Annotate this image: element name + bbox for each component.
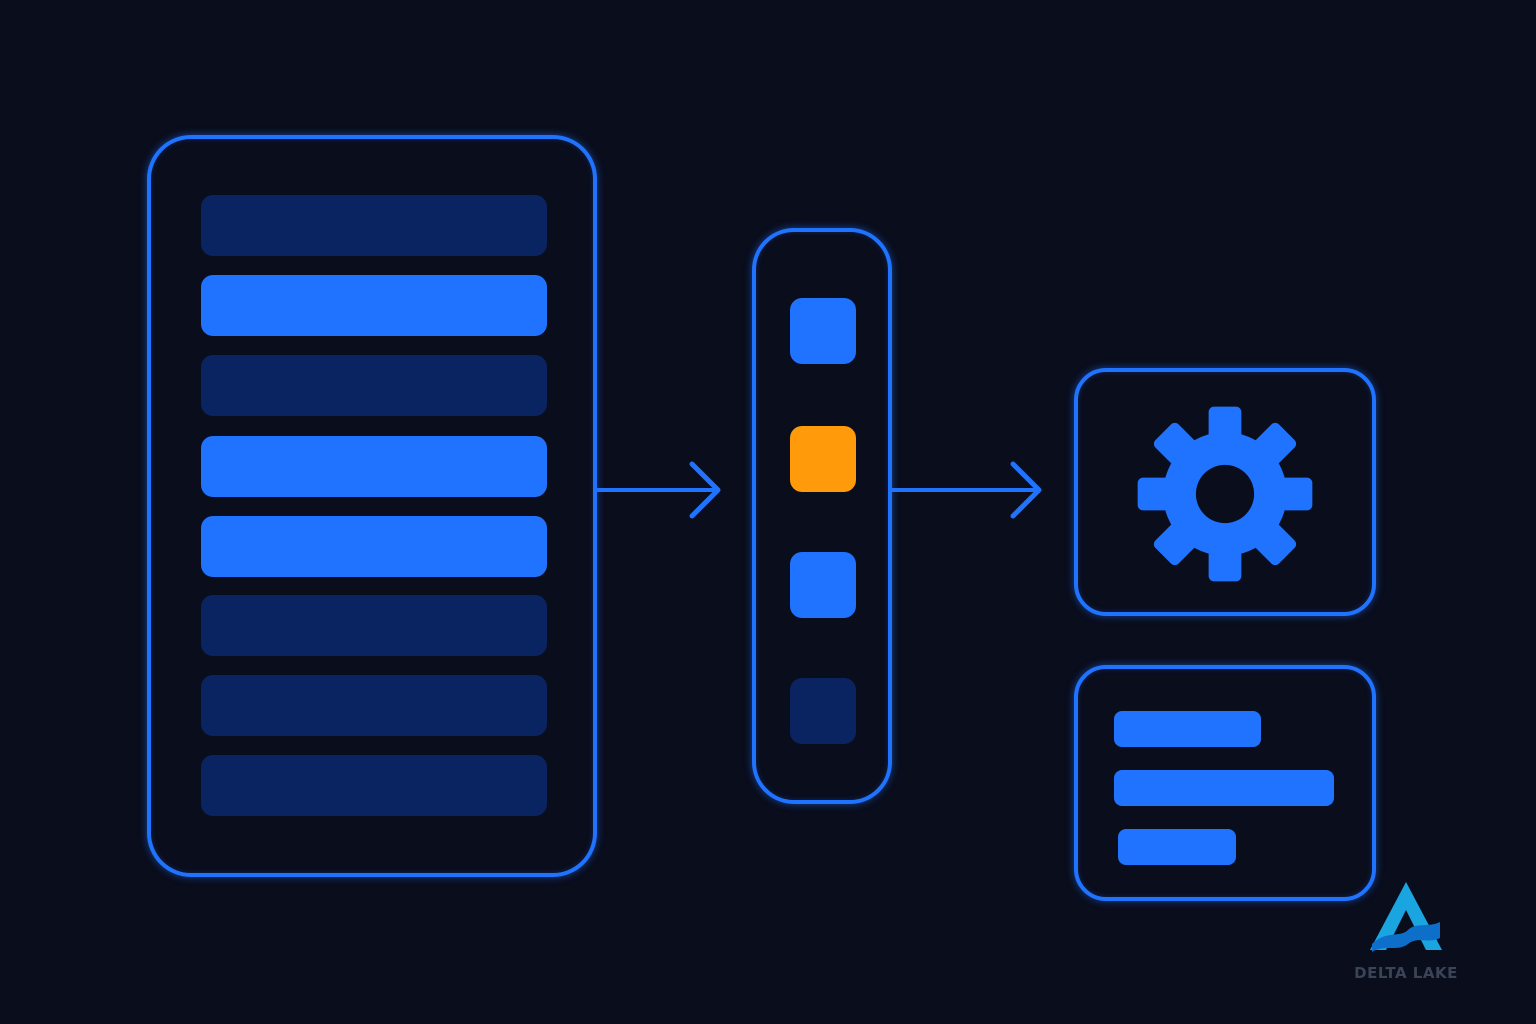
- table-row: [201, 436, 547, 497]
- delta-lake-logo-icon: [1370, 882, 1442, 952]
- filter-square-dim: [790, 678, 856, 744]
- table-row: [201, 675, 547, 736]
- filter-square: [790, 552, 856, 618]
- table-row: [201, 355, 547, 416]
- table-row: [201, 195, 547, 256]
- output-line: [1114, 711, 1261, 747]
- processing-panel: [1074, 368, 1376, 616]
- filter-square: [790, 298, 856, 364]
- table-panel: [147, 135, 597, 877]
- output-line: [1114, 770, 1334, 806]
- filter-square-highlighted: [790, 426, 856, 492]
- filter-panel: [752, 228, 892, 804]
- arrow-right-icon: [596, 461, 721, 519]
- delta-lake-logo: DELTA LAKE: [1338, 878, 1474, 982]
- gear-icon: [1137, 406, 1313, 582]
- arrow-right-icon: [891, 461, 1042, 519]
- table-row: [201, 516, 547, 577]
- output-panel: [1074, 665, 1376, 901]
- table-row: [201, 595, 547, 656]
- table-row: [201, 755, 547, 816]
- logo-label: DELTA LAKE: [1354, 964, 1458, 982]
- table-row: [201, 275, 547, 336]
- output-line: [1118, 829, 1236, 865]
